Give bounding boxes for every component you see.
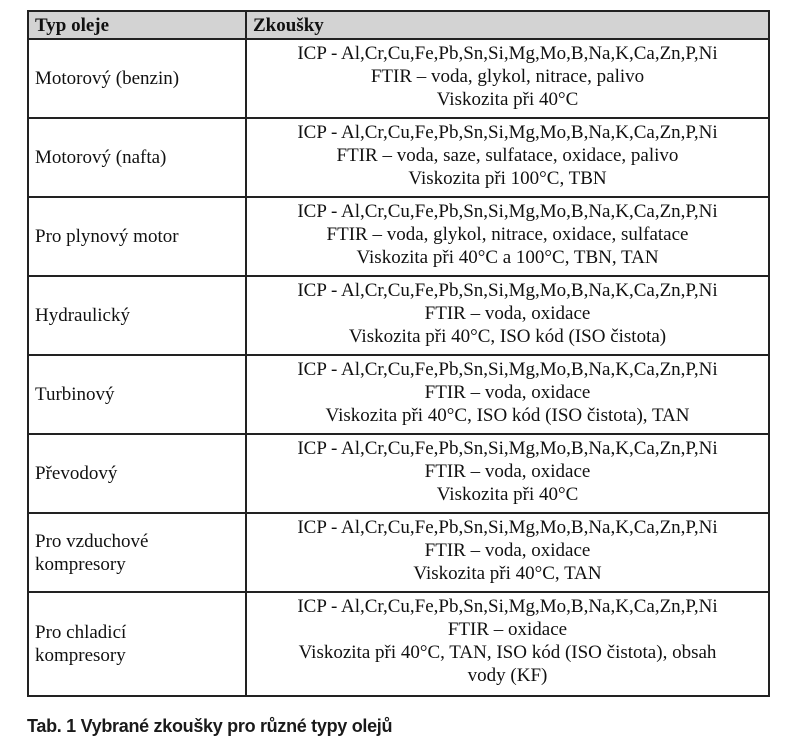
table-row: Motorový (nafta) ICP - Al,Cr,Cu,Fe,Pb,Sn… <box>27 117 770 198</box>
table-row: Pro chladicí kompresory ICP - Al,Cr,Cu,F… <box>27 591 770 697</box>
test-line: Viskozita při 40°C, TAN, ISO kód (ISO či… <box>298 642 717 663</box>
test-line: Viskozita při 40°C, ISO kód (ISO čistota… <box>325 405 690 426</box>
oil-type-cell: Pro chladicí kompresory <box>27 591 247 697</box>
test-line: ICP - Al,Cr,Cu,Fe,Pb,Sn,Si,Mg,Mo,B,Na,K,… <box>297 201 718 222</box>
test-line: FTIR – voda, oxidace <box>424 303 591 324</box>
test-line: ICP - Al,Cr,Cu,Fe,Pb,Sn,Si,Mg,Mo,B,Na,K,… <box>297 359 718 380</box>
oil-type-cell: Pro plynový motor <box>27 196 247 277</box>
test-line: Viskozita při 40°C, TAN <box>413 563 602 584</box>
test-line: FTIR – voda, glykol, nitrace, palivo <box>370 66 645 87</box>
oil-tests-table: Typ oleje Zkoušky Motorový (benzin) ICP … <box>27 10 770 697</box>
test-line: Viskozita při 40°C <box>436 484 579 505</box>
test-line: FTIR – voda, oxidace <box>424 540 591 561</box>
table-row: Hydraulický ICP - Al,Cr,Cu,Fe,Pb,Sn,Si,M… <box>27 275 770 356</box>
oil-type-cell: Motorový (nafta) <box>27 117 247 198</box>
test-line: vody (KF) <box>467 665 548 686</box>
tests-cell: ICP - Al,Cr,Cu,Fe,Pb,Sn,Si,Mg,Mo,B,Na,K,… <box>245 117 770 198</box>
test-line: Viskozita při 40°C <box>436 89 579 110</box>
test-line: Viskozita při 40°C a 100°C, TBN, TAN <box>356 247 659 268</box>
tests-cell: ICP - Al,Cr,Cu,Fe,Pb,Sn,Si,Mg,Mo,B,Na,K,… <box>245 591 770 697</box>
test-line: ICP - Al,Cr,Cu,Fe,Pb,Sn,Si,Mg,Mo,B,Na,K,… <box>297 438 718 459</box>
oil-type-line: kompresory <box>35 645 126 666</box>
table-row: Převodový ICP - Al,Cr,Cu,Fe,Pb,Sn,Si,Mg,… <box>27 433 770 514</box>
oil-type-cell: Převodový <box>27 433 247 514</box>
oil-type-cell: Pro vzduchové kompresory <box>27 512 247 593</box>
table-row: Turbinový ICP - Al,Cr,Cu,Fe,Pb,Sn,Si,Mg,… <box>27 354 770 435</box>
test-line: Viskozita při 40°C, ISO kód (ISO čistota… <box>348 326 667 347</box>
test-line: FTIR – oxidace <box>447 619 568 640</box>
test-line: FTIR – voda, glykol, nitrace, oxidace, s… <box>326 224 689 245</box>
test-line: ICP - Al,Cr,Cu,Fe,Pb,Sn,Si,Mg,Mo,B,Na,K,… <box>297 43 718 64</box>
test-line: ICP - Al,Cr,Cu,Fe,Pb,Sn,Si,Mg,Mo,B,Na,K,… <box>297 596 718 617</box>
tests-cell: ICP - Al,Cr,Cu,Fe,Pb,Sn,Si,Mg,Mo,B,Na,K,… <box>245 196 770 277</box>
table-caption: Tab. 1 Vybrané zkoušky pro různé typy ol… <box>27 716 393 736</box>
oil-type-cell: Turbinový <box>27 354 247 435</box>
tests-cell: ICP - Al,Cr,Cu,Fe,Pb,Sn,Si,Mg,Mo,B,Na,K,… <box>245 433 770 514</box>
oil-type-line: kompresory <box>35 553 126 575</box>
tests-cell: ICP - Al,Cr,Cu,Fe,Pb,Sn,Si,Mg,Mo,B,Na,K,… <box>245 38 770 119</box>
header-tests: Zkoušky <box>245 10 770 40</box>
tests-cell: ICP - Al,Cr,Cu,Fe,Pb,Sn,Si,Mg,Mo,B,Na,K,… <box>245 275 770 356</box>
oil-type-line: Pro chladicí <box>35 622 127 643</box>
oil-type-cell: Hydraulický <box>27 275 247 356</box>
table-row: Pro vzduchové kompresory ICP - Al,Cr,Cu,… <box>27 512 770 593</box>
test-line: ICP - Al,Cr,Cu,Fe,Pb,Sn,Si,Mg,Mo,B,Na,K,… <box>297 280 718 301</box>
test-line: FTIR – voda, oxidace <box>424 461 591 482</box>
tests-cell: ICP - Al,Cr,Cu,Fe,Pb,Sn,Si,Mg,Mo,B,Na,K,… <box>245 512 770 593</box>
test-line: ICP - Al,Cr,Cu,Fe,Pb,Sn,Si,Mg,Mo,B,Na,K,… <box>297 517 718 538</box>
test-line: FTIR – voda, saze, sulfatace, oxidace, p… <box>336 145 679 166</box>
test-line: Viskozita při 100°C, TBN <box>408 168 607 189</box>
table-row: Motorový (benzin) ICP - Al,Cr,Cu,Fe,Pb,S… <box>27 38 770 119</box>
tests-cell: ICP - Al,Cr,Cu,Fe,Pb,Sn,Si,Mg,Mo,B,Na,K,… <box>245 354 770 435</box>
table-header-row: Typ oleje Zkoušky <box>27 10 770 40</box>
test-line: FTIR – voda, oxidace <box>424 382 591 403</box>
oil-type-cell: Motorový (benzin) <box>27 38 247 119</box>
oil-type-line: Pro vzduchové <box>35 530 149 552</box>
table-row: Pro plynový motor ICP - Al,Cr,Cu,Fe,Pb,S… <box>27 196 770 277</box>
header-oil-type: Typ oleje <box>27 10 247 40</box>
test-line: ICP - Al,Cr,Cu,Fe,Pb,Sn,Si,Mg,Mo,B,Na,K,… <box>297 122 718 143</box>
